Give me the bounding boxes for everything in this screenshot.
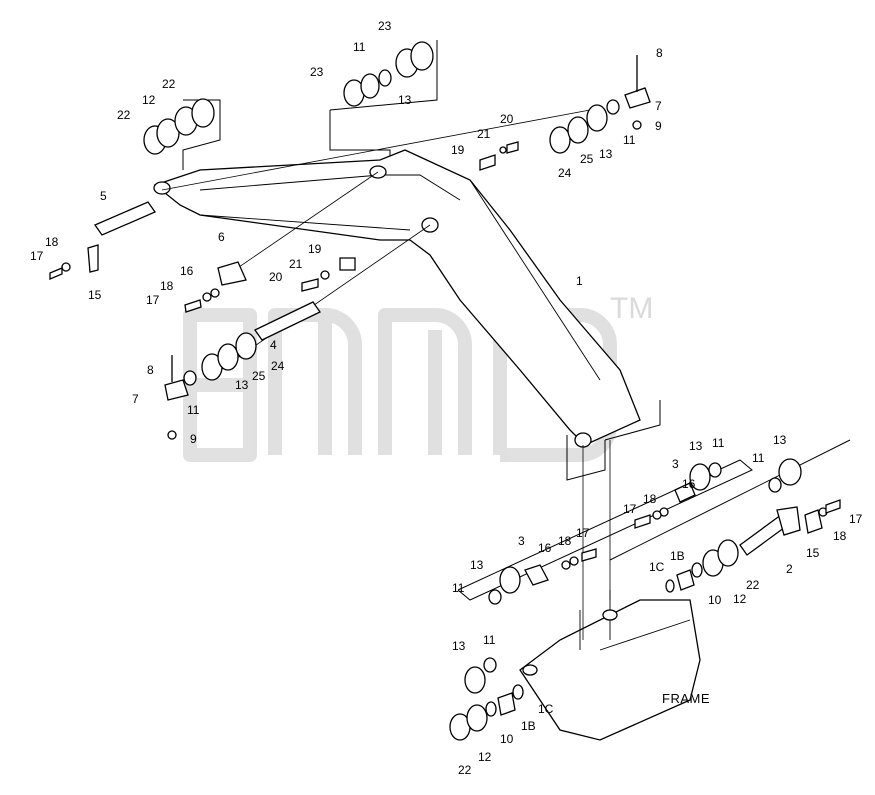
part-number-label: 13 bbox=[398, 93, 412, 107]
part-number-label: 24 bbox=[271, 359, 285, 373]
part-number-label: 16 bbox=[538, 541, 552, 555]
part-number-label: 18 bbox=[643, 492, 657, 506]
part-number-label: 17 bbox=[146, 293, 160, 307]
part-number-label: 11 bbox=[353, 40, 366, 54]
part-number-label: 10 bbox=[708, 593, 722, 607]
part-number-label: 25 bbox=[580, 152, 594, 166]
part-number-label: 12 bbox=[733, 592, 747, 606]
part-number-label: 22 bbox=[746, 578, 760, 592]
part-number-label: 18 bbox=[558, 534, 572, 548]
part-number-label: 15 bbox=[88, 288, 102, 302]
part-number-label: 1B bbox=[521, 719, 536, 733]
part-number-label: 18 bbox=[45, 235, 59, 249]
part-number-label: 13 bbox=[689, 439, 703, 453]
part-number-label: 11 bbox=[483, 633, 496, 647]
part-number-label: 7 bbox=[132, 392, 139, 406]
part-number-label: 16 bbox=[682, 477, 696, 491]
part-number-label: 12 bbox=[478, 750, 492, 764]
part-number-label: 4 bbox=[270, 338, 277, 352]
part-number-label: 13 bbox=[470, 558, 484, 572]
part-number-label: 22 bbox=[458, 763, 472, 777]
part-number-label: 1C bbox=[649, 560, 665, 574]
part-number-label: 17 bbox=[849, 512, 863, 526]
part-number-label: 21 bbox=[477, 127, 491, 141]
part-number-label: 17 bbox=[576, 526, 590, 540]
part-number-label: 12 bbox=[142, 93, 156, 107]
group-brackets bbox=[182, 40, 851, 601]
part-number-label: 9 bbox=[190, 432, 197, 446]
part-number-label: 9 bbox=[655, 119, 662, 133]
part-number-label: 13 bbox=[773, 433, 787, 447]
part-number-label: 13 bbox=[599, 147, 613, 161]
part-number-label: 20 bbox=[269, 270, 283, 284]
frame-label: FRAME bbox=[662, 691, 710, 706]
part-number-label: 17 bbox=[623, 502, 637, 516]
part-number-label: 17 bbox=[30, 249, 44, 263]
alignment-lines bbox=[161, 109, 611, 640]
part-number-label: 6 bbox=[218, 230, 225, 244]
part-number-label: 2 bbox=[786, 562, 793, 576]
boom-arm bbox=[153, 149, 641, 448]
part-number-label: 24 bbox=[558, 166, 572, 180]
part-number-label: 23 bbox=[378, 19, 392, 33]
part-number-label: 11 bbox=[452, 581, 465, 595]
part-number-label: 5 bbox=[100, 189, 107, 203]
frame bbox=[519, 590, 701, 741]
part-number-label: 8 bbox=[656, 46, 663, 60]
part-number-label: 10 bbox=[500, 732, 514, 746]
part-number-label: 1B bbox=[670, 549, 685, 563]
part-number-label: 1C bbox=[538, 702, 554, 716]
part-number-label: 20 bbox=[500, 112, 514, 126]
part-number-label: 22 bbox=[117, 108, 131, 122]
part-number-label: 18 bbox=[833, 529, 847, 543]
part-number-label: 15 bbox=[806, 546, 820, 560]
part-number-label: 21 bbox=[289, 257, 303, 271]
part-number-label: 7 bbox=[655, 99, 662, 113]
part-number-label: 11 bbox=[187, 403, 200, 417]
part-number-label: 11 bbox=[623, 133, 636, 147]
part-number-label: 1 bbox=[576, 274, 583, 288]
hardware-parts bbox=[49, 41, 841, 741]
watermark-tm: TM bbox=[610, 292, 653, 325]
part-number-label: 25 bbox=[252, 369, 266, 383]
part-number-label: 16 bbox=[180, 264, 194, 278]
part-number-label: 23 bbox=[310, 65, 324, 79]
part-number-label: 13 bbox=[452, 639, 466, 653]
part-number-label: 13 bbox=[235, 378, 249, 392]
part-number-label: 3 bbox=[672, 457, 679, 471]
part-number-label: 18 bbox=[160, 279, 174, 293]
part-number-label: 11 bbox=[752, 451, 765, 465]
watermark-logo: TM bbox=[183, 275, 653, 462]
part-number-label: 11 bbox=[712, 436, 725, 450]
part-number-label: 19 bbox=[451, 143, 465, 157]
part-labels: 2311231322122287911132524202119518171561… bbox=[30, 19, 863, 777]
part-number-label: 19 bbox=[308, 242, 322, 256]
part-number-label: 3 bbox=[518, 534, 525, 548]
part-number-label: 8 bbox=[147, 363, 154, 377]
part-number-label: 22 bbox=[162, 77, 176, 91]
